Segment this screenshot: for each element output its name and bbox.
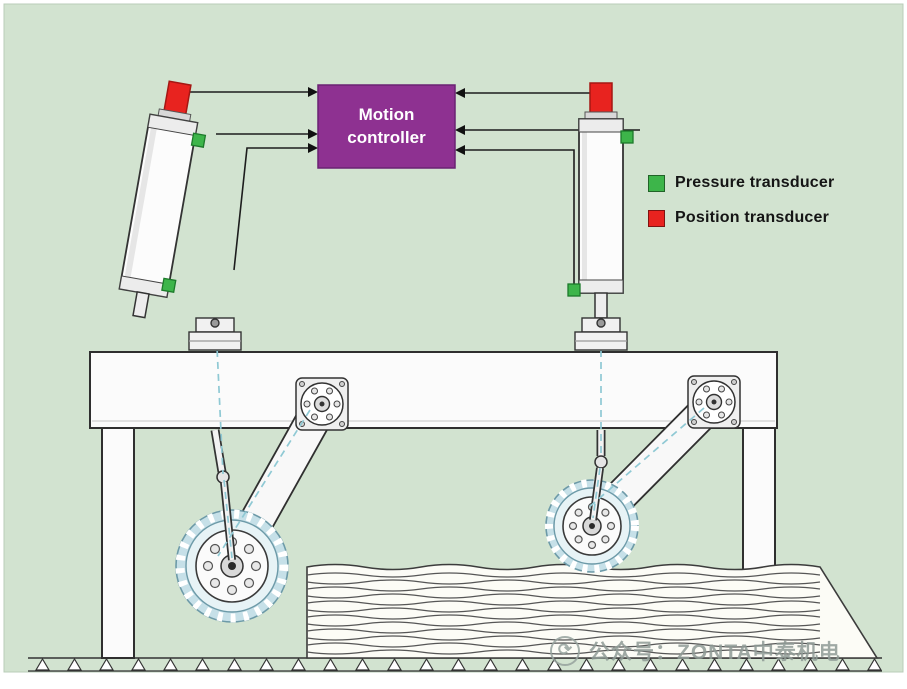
legend-item-position: Position transducer [648,209,834,227]
right-piston-rod [594,292,608,319]
signal-left-pressure-lower [233,147,309,271]
watermark: ⟳ 公众号：ZONTA中泰机电 [550,636,841,666]
hydraulic-cylinder-left [118,80,207,319]
right-gear [545,479,639,573]
position-transducer-left [163,80,192,116]
hydraulic-cylinder-right [567,82,634,319]
left-mounting-bracket [188,317,242,351]
position-transducer-swatch [648,209,665,227]
pressure-transducer-right-lower [567,283,581,297]
right-clevis [594,455,608,469]
signal-arrowheads [308,87,465,155]
pressure-transducer-swatch [648,174,665,192]
watermark-logo-icon: ⟳ [550,636,580,666]
legend-label-position: Position transducer [675,209,830,226]
legend: Pressure transducer Position transducer [648,174,834,227]
left-piston-rod [132,291,150,319]
watermark-text: 公众号：ZONTA中泰机电 [589,641,841,664]
right-pivot-bearing [687,375,741,429]
position-transducer-right [589,82,613,114]
legend-label-pressure: Pressure transducer [675,174,835,191]
right-mounting-bracket [574,317,628,351]
machine-frame [89,351,778,659]
left-pivot-bearing [295,377,349,431]
signal-lines [188,91,640,284]
legend-item-pressure: Pressure transducer [648,174,834,192]
signal-right-pressure-lower [464,149,575,284]
pressure-transducer-left-upper [190,132,207,148]
motion-controller-box [317,84,456,169]
pressure-transducer-left-lower [161,277,177,293]
pressure-transducer-right-upper [620,130,634,144]
